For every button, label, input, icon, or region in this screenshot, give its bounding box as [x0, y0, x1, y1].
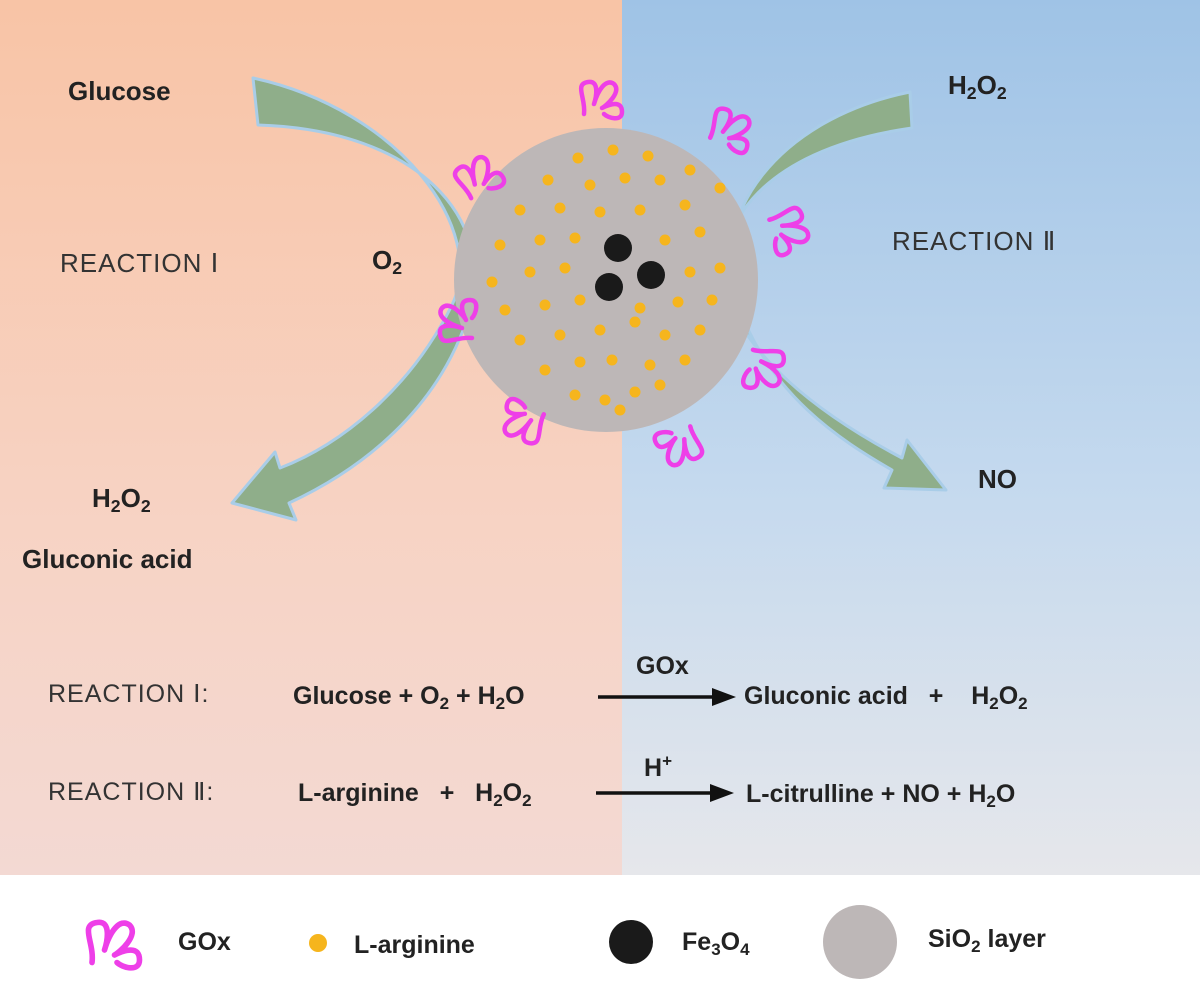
legend-gox-label: GOx: [178, 928, 231, 956]
sio2-particle-icon: [823, 905, 897, 979]
left-background: [0, 0, 622, 875]
right-background: [622, 0, 1200, 875]
equation-2-label: REACTION Ⅱ:: [48, 778, 215, 806]
right-input-label: H2O2: [948, 70, 1007, 103]
equation-2-products: L-citrulline + NO + H2O: [746, 780, 1016, 811]
left-input-label: Glucose: [68, 76, 171, 106]
right-product-label: NO: [978, 464, 1017, 494]
equation-1-products: Gluconic acid + H2O2: [744, 682, 1028, 713]
equation-1-arrow: [598, 688, 736, 706]
fe3o4-cores: [595, 234, 665, 301]
fe3o4-core-icon: [609, 920, 653, 964]
equation-2-reactants: L-arginine + H2O2: [298, 779, 532, 810]
arginine-dots: [486, 144, 726, 416]
equation-1-reactants: Glucose + O2 + H2O: [293, 682, 525, 713]
equation-2-catalyst: H+: [644, 751, 672, 782]
legend-sio2-label: SiO2 layer: [928, 925, 1046, 956]
arginine-dot-icon: [309, 934, 327, 952]
equation-2-arrow: [596, 784, 734, 802]
left-reaction-label: REACTION Ⅰ: [60, 248, 220, 278]
right-reaction-label: REACTION Ⅱ: [892, 226, 1057, 256]
equation-1-label: REACTION Ⅰ:: [48, 680, 210, 708]
left-product-2-label: Gluconic acid: [22, 544, 193, 574]
left-product-1-label: H2O2: [92, 483, 151, 516]
legend-fe3o4-label: Fe3O4: [682, 928, 750, 959]
reaction-1-flow-arrow: [230, 76, 477, 522]
legend-background: [0, 875, 1200, 1002]
left-oxygen-label: O2: [372, 245, 403, 278]
legend-arginine-label: L-arginine: [354, 931, 475, 959]
equation-1-catalyst: GOx: [636, 652, 689, 680]
